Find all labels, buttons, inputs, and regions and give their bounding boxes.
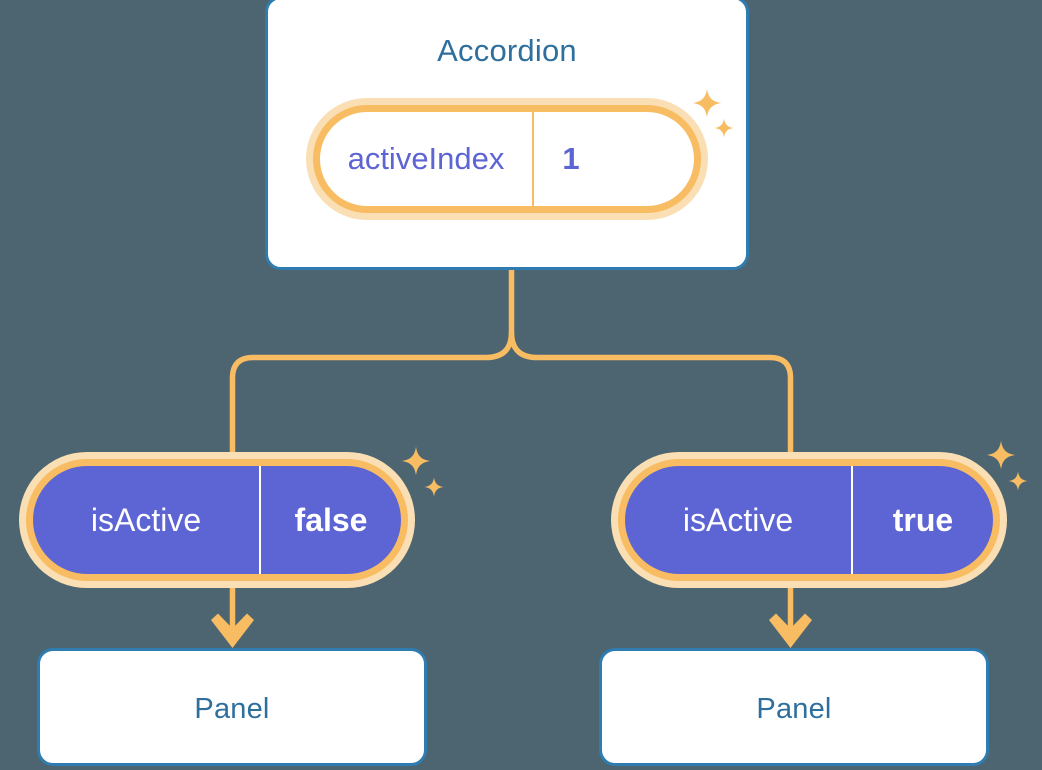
state-pill-is-active-left[interactable]: isActive false [19, 452, 415, 588]
arrowhead-right [769, 613, 812, 648]
component-panel-right[interactable]: Panel [599, 648, 989, 766]
accordion-title: Accordion [437, 33, 577, 68]
state-value-label: false [294, 501, 368, 538]
state-value-label: 1 [562, 141, 580, 176]
panel-title: Panel [756, 693, 832, 725]
state-pill-is-active-right[interactable]: isActive true [611, 452, 1007, 588]
sparkle-icon [692, 88, 722, 118]
pill-body: activeIndex 1 [320, 112, 694, 206]
component-panel-left[interactable]: Panel [37, 648, 427, 766]
wire-branch-right [537, 354, 794, 456]
pill-body: isActive false [33, 466, 401, 574]
state-key-label: isActive [682, 501, 794, 538]
state-key-label: isActive [90, 501, 202, 538]
wire-branch-left [229, 354, 486, 456]
pill-body: isActive true [625, 466, 993, 574]
sparkle-icon [424, 477, 444, 497]
arrowhead-left [211, 613, 254, 648]
wire-trunk [485, 270, 515, 361]
sparkle-icon [986, 440, 1016, 470]
pill-divider [259, 466, 261, 574]
state-key-label: activeIndex [347, 141, 505, 176]
wire-trunk-mirror [508, 331, 538, 361]
panel-title: Panel [194, 693, 270, 725]
pill-divider [851, 466, 853, 574]
sparkle-icon [401, 446, 431, 476]
state-pill-active-index[interactable]: activeIndex 1 [306, 98, 708, 220]
state-value-label: true [892, 501, 954, 538]
sparkle-icon [714, 118, 734, 138]
sparkle-icon [1008, 471, 1028, 491]
pill-divider [532, 112, 534, 206]
